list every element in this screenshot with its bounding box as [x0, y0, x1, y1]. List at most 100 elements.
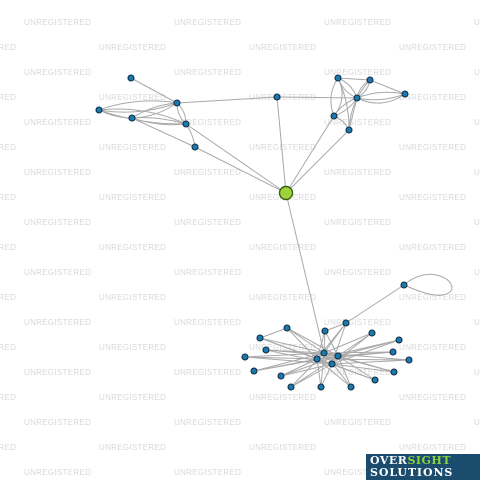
watermark-text: UNREGISTERED: [174, 468, 241, 477]
watermark-text: UNREGISTERED: [399, 43, 466, 52]
node-layer: [95, 74, 413, 391]
watermark-text: UNREGISTERED: [0, 393, 16, 402]
watermark-text: UNREGISTERED: [324, 168, 391, 177]
watermark-text: UNREGISTERED: [24, 468, 91, 477]
watermark-text: UNREGISTERED: [324, 318, 391, 327]
watermark-text: UNREGISTERED: [324, 118, 391, 127]
watermark-text: UNREGISTERED: [99, 143, 166, 152]
edge: [253, 352, 325, 372]
edge: [345, 284, 405, 324]
watermark-text: UNREGISTERED: [174, 268, 241, 277]
watermark-text: UNREGISTERED: [399, 293, 466, 302]
network-node[interactable]: [127, 74, 135, 82]
network-node[interactable]: [95, 106, 103, 114]
edge: [98, 100, 178, 111]
watermark-text: UNREGISTERED: [474, 218, 480, 227]
watermark-text: UNREGISTERED: [99, 243, 166, 252]
network-node[interactable]: [371, 376, 379, 384]
watermark-text: UNREGISTERED: [324, 218, 391, 227]
network-node[interactable]: [273, 93, 281, 101]
network-node[interactable]: [366, 76, 374, 84]
network-node[interactable]: [191, 143, 199, 151]
edge: [98, 108, 187, 125]
watermark-text: UNREGISTERED: [474, 168, 480, 177]
watermark-layer: UNREGISTERED UNREGISTERED UNREGISTERED UNRE…: [0, 18, 480, 477]
network-node[interactable]: [368, 329, 376, 337]
network-node[interactable]: [321, 327, 329, 335]
logo-line-1: OVERSIGHT: [370, 455, 451, 467]
logo-text-over: OVER: [370, 454, 408, 467]
network-node[interactable]: [182, 120, 190, 128]
edge: [176, 96, 278, 104]
watermark-text: UNREGISTERED: [99, 43, 166, 52]
network-node[interactable]: [313, 355, 321, 363]
watermark-text: UNREGISTERED: [0, 443, 16, 452]
network-node[interactable]: [262, 346, 270, 354]
edge: [185, 123, 287, 194]
network-node[interactable]: [342, 319, 350, 327]
network-node[interactable]: [405, 356, 413, 364]
network-node[interactable]: [173, 99, 181, 107]
network-node[interactable]: [277, 372, 285, 380]
watermark-text: UNREGISTERED: [0, 293, 16, 302]
network-node[interactable]: [128, 114, 136, 122]
watermark-text: UNREGISTERED: [0, 243, 16, 252]
network-node[interactable]: [334, 352, 342, 360]
network-node[interactable]: [320, 349, 328, 357]
network-node[interactable]: [330, 112, 338, 120]
edge: [356, 93, 406, 101]
network-node[interactable]: [395, 336, 403, 344]
watermark-text: UNREGISTERED: [24, 118, 91, 127]
edge: [290, 363, 333, 388]
network-node[interactable]: [241, 353, 249, 361]
edge-self-loop: [403, 273, 453, 296]
watermark-text: UNREGISTERED: [324, 368, 391, 377]
watermark-text: UNREGISTERED: [324, 418, 391, 427]
watermark-text: UNREGISTERED: [399, 143, 466, 152]
watermark-text: UNREGISTERED: [24, 368, 91, 377]
edge: [276, 96, 287, 194]
network-node[interactable]: [287, 383, 295, 391]
watermark-text: UNREGISTERED: [0, 43, 16, 52]
edge: [285, 115, 335, 194]
network-node[interactable]: [345, 126, 353, 134]
watermark-text: UNREGISTERED: [474, 418, 480, 427]
watermark-text: UNREGISTERED: [24, 168, 91, 177]
watermark-text: UNREGISTERED: [324, 268, 391, 277]
network-node[interactable]: [256, 334, 264, 342]
edge: [348, 97, 358, 131]
edge: [131, 117, 187, 125]
edge: [280, 355, 339, 377]
watermark-text: UNREGISTERED: [174, 368, 241, 377]
edge: [286, 327, 339, 357]
network-node[interactable]: [317, 383, 325, 391]
watermark-text: UNREGISTERED: [324, 68, 391, 77]
network-node[interactable]: [250, 367, 258, 375]
network-node[interactable]: [389, 348, 397, 356]
watermark-text: UNREGISTERED: [24, 18, 91, 27]
network-node[interactable]: [400, 281, 408, 289]
edge: [259, 327, 288, 339]
watermark-text: UNREGISTERED: [0, 143, 16, 152]
watermark-text: UNREGISTERED: [99, 193, 166, 202]
watermark-text: UNREGISTERED: [174, 418, 241, 427]
network-node[interactable]: [283, 324, 291, 332]
edge: [194, 146, 287, 194]
watermark-text: UNREGISTERED: [24, 68, 91, 77]
network-node[interactable]: [390, 368, 398, 376]
watermark-text: UNREGISTERED: [399, 443, 466, 452]
network-node[interactable]: [328, 360, 336, 368]
watermark-text: UNREGISTERED: [0, 343, 16, 352]
network-node[interactable]: [347, 383, 355, 391]
watermark-text: UNREGISTERED: [249, 393, 316, 402]
watermark-text: UNREGISTERED: [474, 268, 480, 277]
watermark-text: UNREGISTERED: [474, 368, 480, 377]
network-node[interactable]: [353, 94, 361, 102]
network-node[interactable]: [334, 74, 342, 82]
network-node[interactable]: [401, 90, 409, 98]
edge: [280, 363, 333, 377]
logo-text-solutions: SOLUTIONS: [370, 466, 454, 479]
edge: [253, 355, 339, 372]
watermark-text: UNREGISTERED: [399, 393, 466, 402]
focal-node[interactable]: [278, 185, 294, 201]
